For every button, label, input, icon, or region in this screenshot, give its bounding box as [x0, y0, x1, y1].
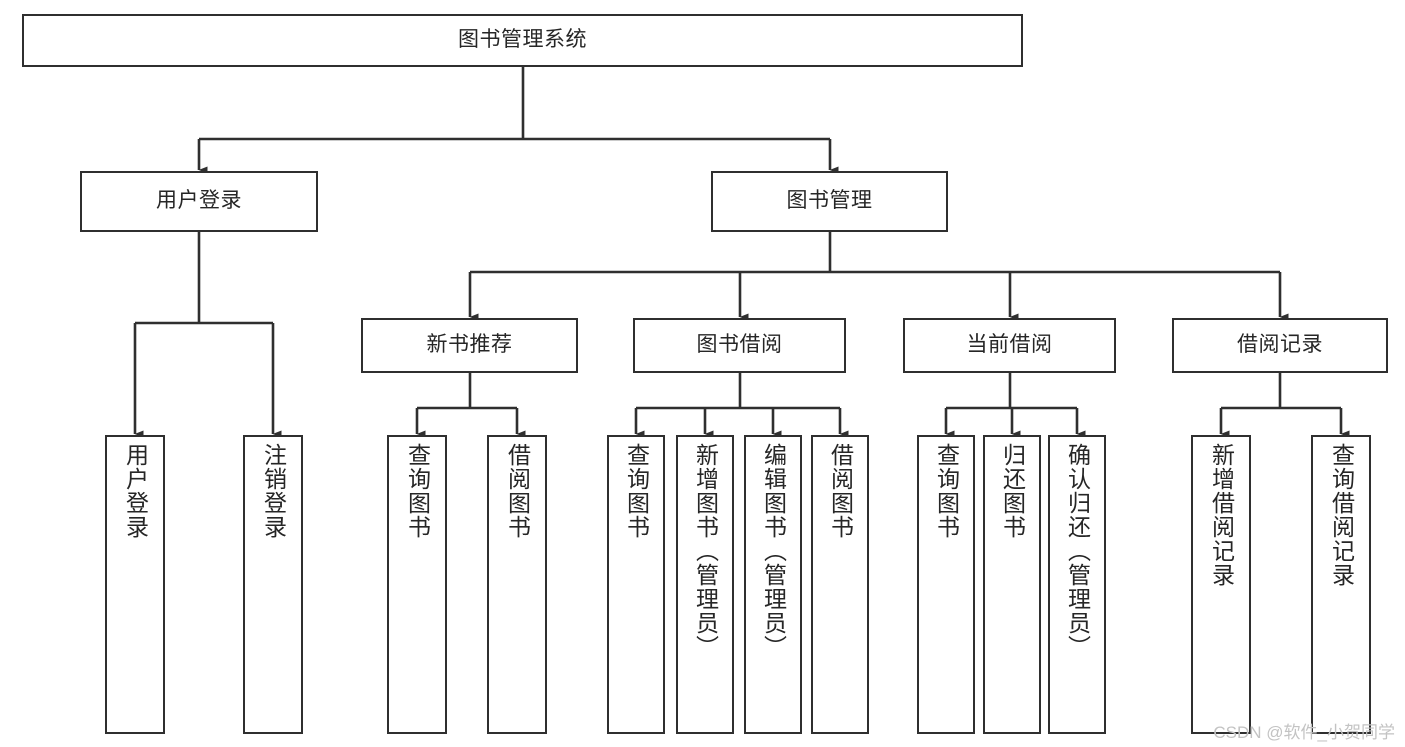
node-leaf-borrow-book-b[interactable]: 借阅图书	[811, 435, 869, 734]
node-leaf-query-book-b[interactable]: 查询图书	[607, 435, 665, 734]
node-label: 归还图书	[999, 443, 1026, 539]
node-label: 借阅记录	[1237, 333, 1323, 357]
node-book-borrow[interactable]: 图书借阅	[633, 318, 846, 373]
node-leaf-confirm-return[interactable]: 确认归还（管理员）	[1048, 435, 1106, 734]
node-leaf-return-book[interactable]: 归还图书	[983, 435, 1041, 734]
node-book-manage[interactable]: 图书管理	[711, 171, 948, 232]
node-leaf-add-record[interactable]: 新增借阅记录	[1191, 435, 1251, 734]
node-leaf-borrow-book-a[interactable]: 借阅图书	[487, 435, 547, 734]
node-root[interactable]: 图书管理系统	[22, 14, 1023, 67]
node-label: 确认归还（管理员）	[1064, 443, 1091, 659]
node-leaf-query-book-c[interactable]: 查询图书	[917, 435, 975, 734]
node-label: 图书借阅	[696, 333, 783, 357]
node-leaf-query-book-a[interactable]: 查询图书	[387, 435, 447, 734]
node-user-login[interactable]: 用户登录	[80, 171, 318, 232]
node-label: 新书推荐	[426, 333, 513, 357]
node-borrow-record[interactable]: 借阅记录	[1172, 318, 1388, 373]
node-leaf-logout[interactable]: 注销登录	[243, 435, 303, 734]
csdn-watermark: CSDN @软件_小贺同学	[1213, 723, 1395, 742]
node-label: 查询图书	[933, 443, 960, 539]
node-leaf-edit-book[interactable]: 编辑图书（管理员）	[744, 435, 802, 734]
node-label: 图书管理	[786, 189, 873, 213]
node-label: 查询图书	[623, 443, 650, 539]
node-label: 用户登录	[122, 443, 149, 539]
node-label: 当前借阅	[966, 333, 1053, 357]
node-leaf-add-book[interactable]: 新增图书（管理员）	[676, 435, 734, 734]
node-label: 新增图书（管理员）	[692, 443, 719, 659]
node-label: 新增借阅记录	[1208, 443, 1235, 587]
node-current-borrow[interactable]: 当前借阅	[903, 318, 1116, 373]
node-label: 借阅图书	[504, 443, 531, 539]
node-label: 借阅图书	[827, 443, 854, 539]
node-label: 用户登录	[156, 189, 242, 213]
node-label: 查询借阅记录	[1328, 443, 1355, 587]
node-label: 查询图书	[404, 443, 431, 539]
node-leaf-user-login[interactable]: 用户登录	[105, 435, 165, 734]
node-new-book-rec[interactable]: 新书推荐	[361, 318, 578, 373]
node-label: 图书管理系统	[458, 28, 587, 52]
node-leaf-query-record[interactable]: 查询借阅记录	[1311, 435, 1371, 734]
node-label: 注销登录	[260, 443, 287, 539]
node-label: 编辑图书（管理员）	[760, 443, 787, 659]
